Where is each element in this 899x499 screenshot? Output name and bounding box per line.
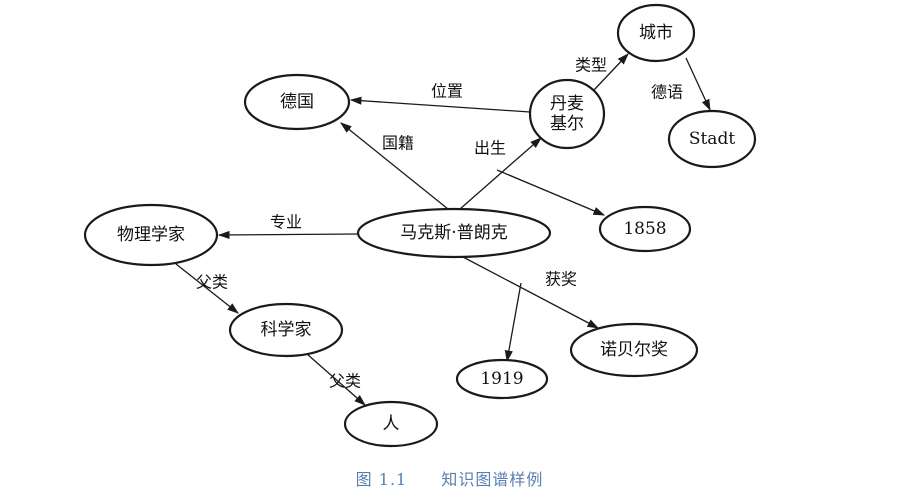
node-shape xyxy=(343,400,439,448)
node-shape xyxy=(569,322,699,378)
node-shape xyxy=(598,205,692,253)
node-label: 诺贝尔奖 xyxy=(600,340,668,360)
edge-label: 国籍 xyxy=(382,134,414,153)
node-label: 物理学家 xyxy=(117,225,185,245)
caption-number: 图 1.1 xyxy=(355,470,408,489)
edge-line xyxy=(593,53,629,91)
node-shape xyxy=(616,3,696,63)
edge-awardyear xyxy=(504,282,522,363)
node-label: 城市 xyxy=(639,23,673,43)
node-shape xyxy=(243,73,351,131)
node-person: 人 xyxy=(343,400,439,448)
node-shape xyxy=(528,78,606,150)
edge-line xyxy=(504,282,522,363)
edge-label: 父类 xyxy=(196,273,228,292)
node-label: 1858 xyxy=(623,219,666,239)
node-nobel: 诺贝尔奖 xyxy=(569,322,699,378)
node-label: 人 xyxy=(383,414,400,434)
caption-title: 知识图谱样例 xyxy=(441,470,544,489)
node-shape xyxy=(83,203,219,267)
node-city: 城市 xyxy=(616,3,696,63)
figure-caption: 图 1.1 知识图谱样例 xyxy=(0,466,899,490)
edge-line xyxy=(175,263,239,314)
edge-line xyxy=(685,57,711,112)
edge-label: 获奖 xyxy=(545,270,577,289)
edge-award xyxy=(462,256,600,329)
edge-label: 专业 xyxy=(270,213,302,232)
node-label: 1919 xyxy=(480,369,523,389)
edge-line xyxy=(340,122,449,210)
node-label: 马克斯·普朗克 xyxy=(400,223,507,243)
node-year1919: 1919 xyxy=(455,358,549,400)
node-germany: 德国 xyxy=(243,73,351,131)
edge-parent2 xyxy=(306,353,366,406)
edge-major xyxy=(217,230,359,240)
edge-line xyxy=(462,256,600,329)
node-label: 基尔 xyxy=(550,114,584,134)
edge-line xyxy=(459,137,542,210)
edge-label: 父类 xyxy=(329,372,361,391)
edge-line xyxy=(349,96,531,113)
node-physicist: 物理学家 xyxy=(83,203,219,267)
edge-birth xyxy=(459,137,542,210)
edge-label: 出生 xyxy=(474,139,506,158)
edge-line xyxy=(306,353,366,406)
edge-birthyear xyxy=(496,169,606,216)
node-label: 科学家 xyxy=(261,320,312,340)
node-stadt: Stadt xyxy=(667,109,757,169)
edge-location xyxy=(349,96,531,113)
node-shape xyxy=(455,358,549,400)
node-shape xyxy=(228,302,344,358)
node-year1858: 1858 xyxy=(598,205,692,253)
node-label: 德国 xyxy=(280,92,314,112)
node-planck: 马克斯·普朗克 xyxy=(356,207,552,259)
edge-line xyxy=(496,169,606,216)
edge-nationality xyxy=(340,122,449,210)
edge-german xyxy=(685,57,711,112)
node-shape xyxy=(667,109,757,169)
edge-type xyxy=(593,53,629,91)
node-label: 丹麦 xyxy=(550,94,584,114)
edge-label: 德语 xyxy=(651,83,683,102)
edge-label: 位置 xyxy=(431,82,463,101)
edge-parent1 xyxy=(175,263,239,314)
node-label: Stadt xyxy=(689,129,735,149)
node-scientist: 科学家 xyxy=(228,302,344,358)
edge-label: 类型 xyxy=(575,56,607,75)
edge-line xyxy=(217,230,359,240)
node-shape xyxy=(356,207,552,259)
